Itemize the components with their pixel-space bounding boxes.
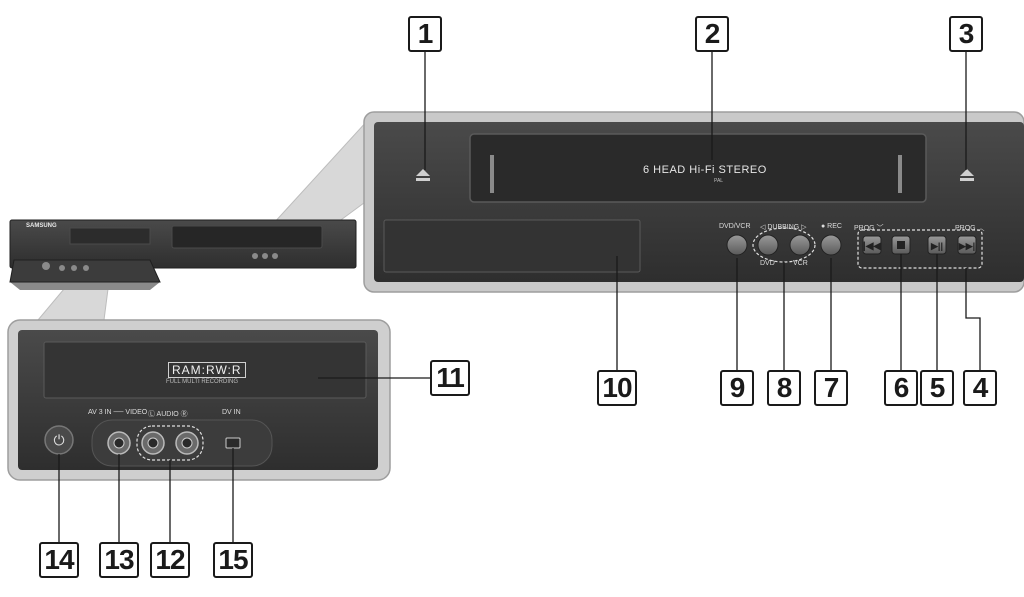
callout-3: 3 xyxy=(949,16,983,52)
disc-sub-label: FULL MULTI RECORDING xyxy=(166,379,239,385)
callout-7: 7 xyxy=(814,370,848,406)
dub-vcr-button xyxy=(789,234,811,256)
eject-icon-right xyxy=(960,169,974,181)
dubbing-group-outline xyxy=(752,227,816,263)
transport-group-outline xyxy=(857,229,983,269)
disc-tray-top xyxy=(383,219,641,273)
callout-10: 10 xyxy=(597,370,637,406)
callout-2: 2 xyxy=(695,16,729,52)
svg-text:▶▶|: ▶▶| xyxy=(958,241,975,251)
video-jack xyxy=(107,431,131,455)
bottom-disc-tray xyxy=(43,341,367,399)
overview-jack-c xyxy=(83,265,89,271)
dv-in-port xyxy=(225,437,241,449)
power-icon: ⏻ xyxy=(53,433,64,449)
svg-text:|◀◀: |◀◀ xyxy=(863,241,881,252)
callout-6: 6 xyxy=(884,370,918,406)
deck-text: 6 HEAD Hi-Fi STEREO xyxy=(643,164,767,176)
callout-1: 1 xyxy=(408,16,442,52)
callout-4: 4 xyxy=(963,370,997,406)
cassette-slot-left-mark xyxy=(490,155,494,193)
overview-btn-c xyxy=(272,253,278,259)
brand-label: SAMSUNG xyxy=(26,223,57,229)
callout-8: 8 xyxy=(767,370,801,406)
prog-down-label: PROG ﹀ xyxy=(854,225,884,232)
callout-14: 14 xyxy=(39,542,79,578)
overview-btn-b xyxy=(262,253,268,259)
disc-logo: RAM:RW:R xyxy=(168,362,246,378)
callout-9: 9 xyxy=(720,370,754,406)
dv-in-label: DV IN xyxy=(222,409,241,416)
rec-label: ● REC xyxy=(821,223,842,230)
prog-up-label: PROG ︿ xyxy=(955,225,985,232)
audio-label: Ⓛ AUDIO Ⓡ xyxy=(148,411,188,418)
overview-jack-b xyxy=(71,265,77,271)
eject-icon-left xyxy=(416,169,430,181)
cassette-slot xyxy=(469,133,927,203)
stop-button xyxy=(891,235,911,255)
dvd-vcr-button xyxy=(726,234,748,256)
prog-down-button: |◀◀ xyxy=(862,235,882,255)
overview-unit-shadow xyxy=(10,282,160,290)
callout-12: 12 xyxy=(150,542,190,578)
dubbing-label: ◁ DUBBING ▷ xyxy=(760,224,807,231)
av-in-label: AV 3 IN ── VIDEO xyxy=(88,409,148,416)
overview-jack-a xyxy=(59,265,65,271)
play-pause-button: ▶|| xyxy=(927,235,947,255)
callout-13: 13 xyxy=(99,542,139,578)
overview-power-button xyxy=(42,262,50,270)
dub-dvd-button xyxy=(757,234,779,256)
prog-up-button: ▶▶| xyxy=(957,235,977,255)
overview-disc-tray xyxy=(69,227,151,245)
deck-subtext: PAL xyxy=(714,178,724,184)
svg-text:▶||: ▶|| xyxy=(930,241,943,251)
overview-btn-a xyxy=(252,253,258,259)
dvd-label: DVD xyxy=(760,260,775,267)
leader-lines xyxy=(58,52,981,542)
audio-left-jack xyxy=(141,431,165,455)
cassette-slot-right-mark xyxy=(898,155,902,193)
overview-unit-flap xyxy=(9,259,161,283)
dvd-vcr-label: DVD/VCR xyxy=(719,223,751,230)
rec-button xyxy=(820,234,842,256)
vcr-label: VCR xyxy=(793,260,808,267)
callout-11: 11 xyxy=(430,360,470,396)
audio-group-outline xyxy=(136,425,204,461)
callout-5: 5 xyxy=(920,370,954,406)
callout-15: 15 xyxy=(213,542,253,578)
overview-cassette-slot xyxy=(171,225,323,249)
audio-right-jack xyxy=(175,431,199,455)
